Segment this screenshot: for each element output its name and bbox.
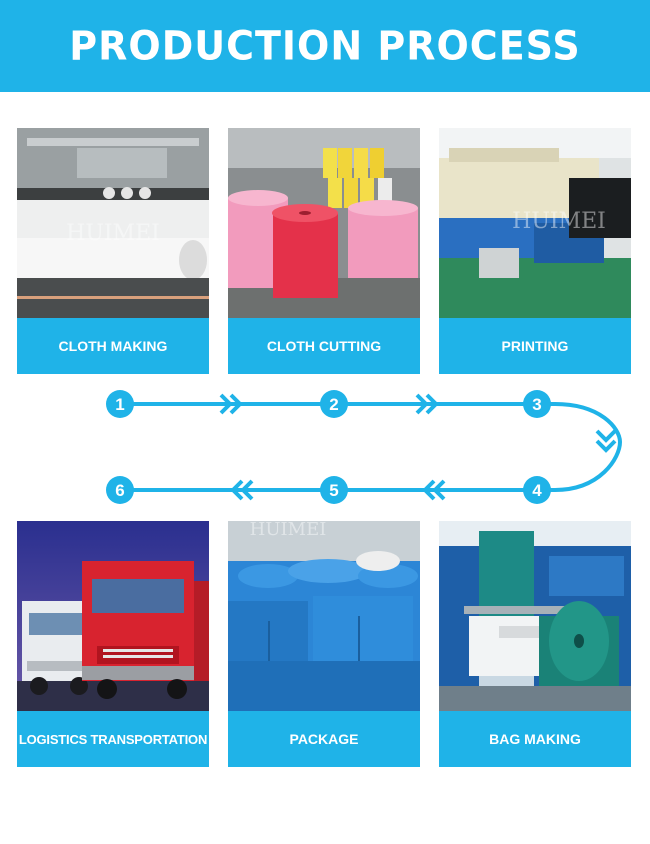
step-marker-5: 5: [320, 476, 348, 504]
step-label-cloth-cutting: CLOTH CUTTING: [228, 318, 420, 374]
step-number: 2: [329, 395, 338, 414]
step-marker-6: 6: [106, 476, 134, 504]
header-banner: PRODUCTION PROCESS: [0, 0, 650, 92]
cloth-making-photo: HUIMEI: [17, 128, 209, 318]
step-number: 1: [115, 395, 124, 414]
step-number: 6: [115, 481, 124, 500]
double-chevron-right-icon: [595, 429, 617, 453]
step-label-printing: PRINTING: [439, 318, 631, 374]
process-flow: 1 2 3 4 5 6: [0, 380, 650, 520]
step-number: 3: [532, 395, 541, 414]
step-marker-3: 3: [523, 390, 551, 418]
flow-line-curve: [535, 402, 622, 492]
watermark-text: HUIMEI: [250, 521, 327, 540]
double-chevron-right-icon: [219, 393, 243, 415]
step-label-logistics: LOGISTICS TRANSPORTATION: [17, 711, 209, 767]
watermark-text: HUIMEI: [512, 209, 606, 234]
page-title: PRODUCTION PROCESS: [69, 22, 581, 70]
step-label-cloth-making: CLOTH MAKING: [17, 318, 209, 374]
step-number: 5: [329, 481, 338, 500]
bag-making-photo: [439, 521, 631, 711]
double-chevron-right-icon: [415, 393, 439, 415]
cloth-cutting-photo: [228, 128, 420, 318]
step-number: 4: [532, 481, 542, 500]
printing-photo: HUIMEI: [439, 128, 631, 318]
step-label-bag-making: BAG MAKING: [439, 711, 631, 767]
double-chevron-left-icon: [230, 479, 254, 501]
package-photo: HUIMEI: [228, 521, 420, 711]
step-marker-1: 1: [106, 390, 134, 418]
double-chevron-left-icon: [422, 479, 446, 501]
step-label-package: PACKAGE: [228, 711, 420, 767]
watermark-text: HUIMEI: [66, 221, 160, 246]
step-marker-2: 2: [320, 390, 348, 418]
step-marker-4: 4: [523, 476, 551, 504]
logistics-photo: [17, 521, 209, 711]
